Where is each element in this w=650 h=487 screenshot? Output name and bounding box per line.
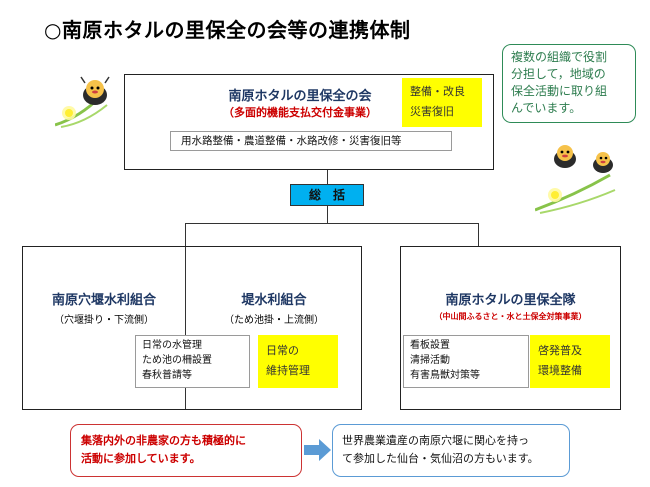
note-line: て参加した仙台・気仙沼の方もいます。 bbox=[342, 452, 539, 465]
connector-line bbox=[327, 170, 328, 184]
top-yellow-box: 整備・改良 災害復旧 bbox=[402, 78, 482, 127]
yellow-line: 整備・改良 bbox=[410, 85, 465, 98]
org2-sub: （ため池掛・上流側） bbox=[224, 315, 324, 326]
connector-line bbox=[327, 206, 328, 223]
org2-name: 堤水利組合 bbox=[241, 293, 307, 308]
note-line: 活動に参加しています。 bbox=[81, 452, 201, 465]
note-line: 分担して，地域の bbox=[511, 67, 606, 81]
note-line: 保全活動に取り組 bbox=[511, 84, 608, 98]
yellow-line: 維持管理 bbox=[266, 364, 310, 377]
right-org-sub: （中山間ふるさと・水と土保全対策事業） bbox=[434, 312, 587, 321]
task-item: 日常の水管理 bbox=[142, 340, 202, 351]
yellow-line: 環境整備 bbox=[538, 364, 582, 377]
right-org-name: 南原ホタルの里保全隊 bbox=[445, 293, 576, 308]
right-tasks: 看板設置 清掃活動 有害鳥獣対策等 bbox=[403, 335, 529, 388]
top-org-name: 南原ホタルの里保全の会 bbox=[228, 89, 372, 104]
task-item: 看板設置 bbox=[410, 340, 450, 351]
task-item: 春秋普請等 bbox=[142, 370, 192, 381]
org1-name: 南原穴堰水利組合 bbox=[51, 293, 156, 308]
top-activities: 用水路整備・農道整備・水路改修・災害復旧等 bbox=[170, 131, 452, 151]
yellow-line: 啓発普及 bbox=[538, 344, 582, 357]
task-item: 有害鳥獣対策等 bbox=[410, 370, 480, 381]
top-org-sub: （多面的機能支払交付金事業） bbox=[223, 106, 377, 119]
firefly-icon bbox=[54, 75, 125, 130]
top-org-box: 南原ホタルの里保全の会 （多面的機能支払交付金事業） 整備・改良 災害復旧 用水… bbox=[124, 74, 494, 170]
bottom-right-note: 世界農業遺産の南原穴堰に関心を持っ て参加した仙台・気仙沼の方もいます。 bbox=[332, 424, 570, 477]
firefly-icon bbox=[534, 135, 625, 215]
left-group-box: 南原穴堰水利組合 （穴堰掛り・下流側） 堤水利組合 （ため池掛・上流側） 日常の… bbox=[22, 246, 362, 410]
connector-line bbox=[478, 223, 479, 246]
arrow-right-icon bbox=[304, 438, 332, 462]
left-yellow-box: 日常の 維持管理 bbox=[258, 335, 338, 388]
task-item: 清掃活動 bbox=[410, 355, 450, 366]
center-label: 総 括 bbox=[290, 184, 364, 206]
yellow-line: 日常の bbox=[266, 344, 299, 357]
note-box: 複数の組織で役割 分担して，地域の 保全活動に取り組 んでいます。 bbox=[502, 44, 636, 123]
org1-sub: （穴堰掛り・下流側） bbox=[54, 315, 154, 326]
task-item: ため池の柵設置 bbox=[142, 355, 212, 366]
note-line: んでいます。 bbox=[511, 101, 582, 115]
note-line: 世界農業遺産の南原穴堰に関心を持っ bbox=[342, 434, 529, 447]
connector-line bbox=[185, 223, 479, 224]
left-group-divider bbox=[185, 247, 186, 409]
connector-line bbox=[185, 223, 186, 246]
right-group-box: 南原ホタルの里保全隊 （中山間ふるさと・水と土保全対策事業） 看板設置 清掃活動… bbox=[400, 246, 621, 410]
right-yellow-box: 啓発普及 環境整備 bbox=[530, 335, 610, 388]
bottom-left-note: 集落内外の非農家の方も積極的に 活動に参加しています。 bbox=[70, 424, 302, 477]
page-title: ○南原ホタルの里保全の会等の連携体制 bbox=[44, 18, 411, 42]
yellow-line: 災害復旧 bbox=[410, 105, 454, 118]
left-tasks: 日常の水管理 ため池の柵設置 春秋普請等 bbox=[135, 335, 250, 388]
note-line: 複数の組織で役割 bbox=[511, 50, 608, 64]
note-line: 集落内外の非農家の方も積極的に bbox=[81, 434, 246, 447]
